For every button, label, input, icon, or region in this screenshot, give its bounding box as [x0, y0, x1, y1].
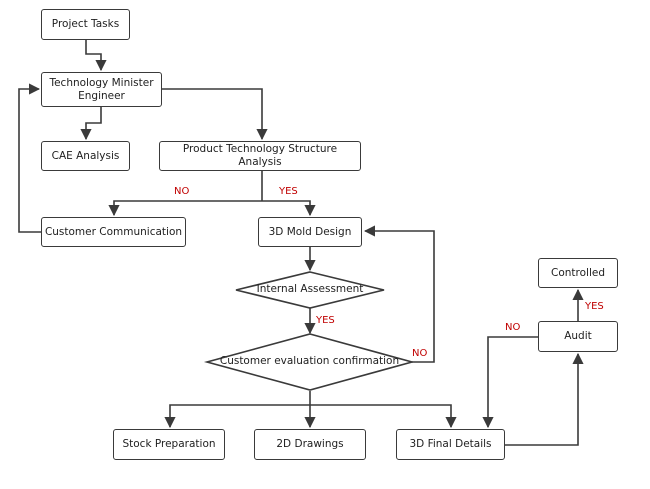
no-label-communication: NO: [174, 186, 190, 197]
project-tasks-box[interactable]: Project Tasks: [41, 9, 130, 40]
technology-minister-box[interactable]: Technology Minister Engineer: [41, 72, 162, 107]
no-label-evaluation: NO: [412, 348, 428, 359]
drawings-2d-box[interactable]: 2D Drawings: [254, 429, 366, 460]
edge-final-to-audit: [505, 352, 584, 446]
cae-analysis-box[interactable]: CAE Analysis: [41, 141, 130, 171]
edge-minister-to-cae: [80, 107, 102, 141]
internal-assessment-diamond: [235, 271, 385, 309]
no-label-audit: NO: [505, 322, 521, 333]
yes-label-audit: YES: [585, 301, 604, 312]
product-structure-box[interactable]: Product Technology Structure Analysis: [159, 141, 361, 171]
yes-label-internal: YES: [316, 315, 335, 326]
edge-minister-to-structure: [162, 88, 268, 141]
audit-box[interactable]: Audit: [538, 321, 618, 352]
final-details-box[interactable]: 3D Final Details: [396, 429, 505, 460]
edge-split-to-communication: [108, 200, 262, 217]
edge-split-to-mold: [262, 200, 316, 217]
customer-communication-box[interactable]: Customer Communication: [41, 217, 186, 247]
internal-assessment-text: Internal Assessment: [256, 283, 364, 295]
customer-evaluation-text: Customer evaluation confirmation: [219, 355, 400, 367]
edge-split-to-stock: [164, 404, 310, 429]
edge-project-to-minister: [85, 40, 107, 72]
stock-preparation-box[interactable]: Stock Preparation: [113, 429, 225, 460]
customer-evaluation-diamond: [203, 333, 416, 391]
edge-communication-to-minister: [18, 83, 41, 233]
mold-design-box[interactable]: 3D Mold Design: [258, 217, 362, 247]
edge-evaluation-to-mold: [363, 225, 435, 363]
edge-split-to-final: [310, 404, 457, 429]
edge-audit-to-final: [482, 336, 538, 429]
yes-label-mold: YES: [279, 186, 298, 197]
controlled-box[interactable]: Controlled: [538, 258, 618, 288]
